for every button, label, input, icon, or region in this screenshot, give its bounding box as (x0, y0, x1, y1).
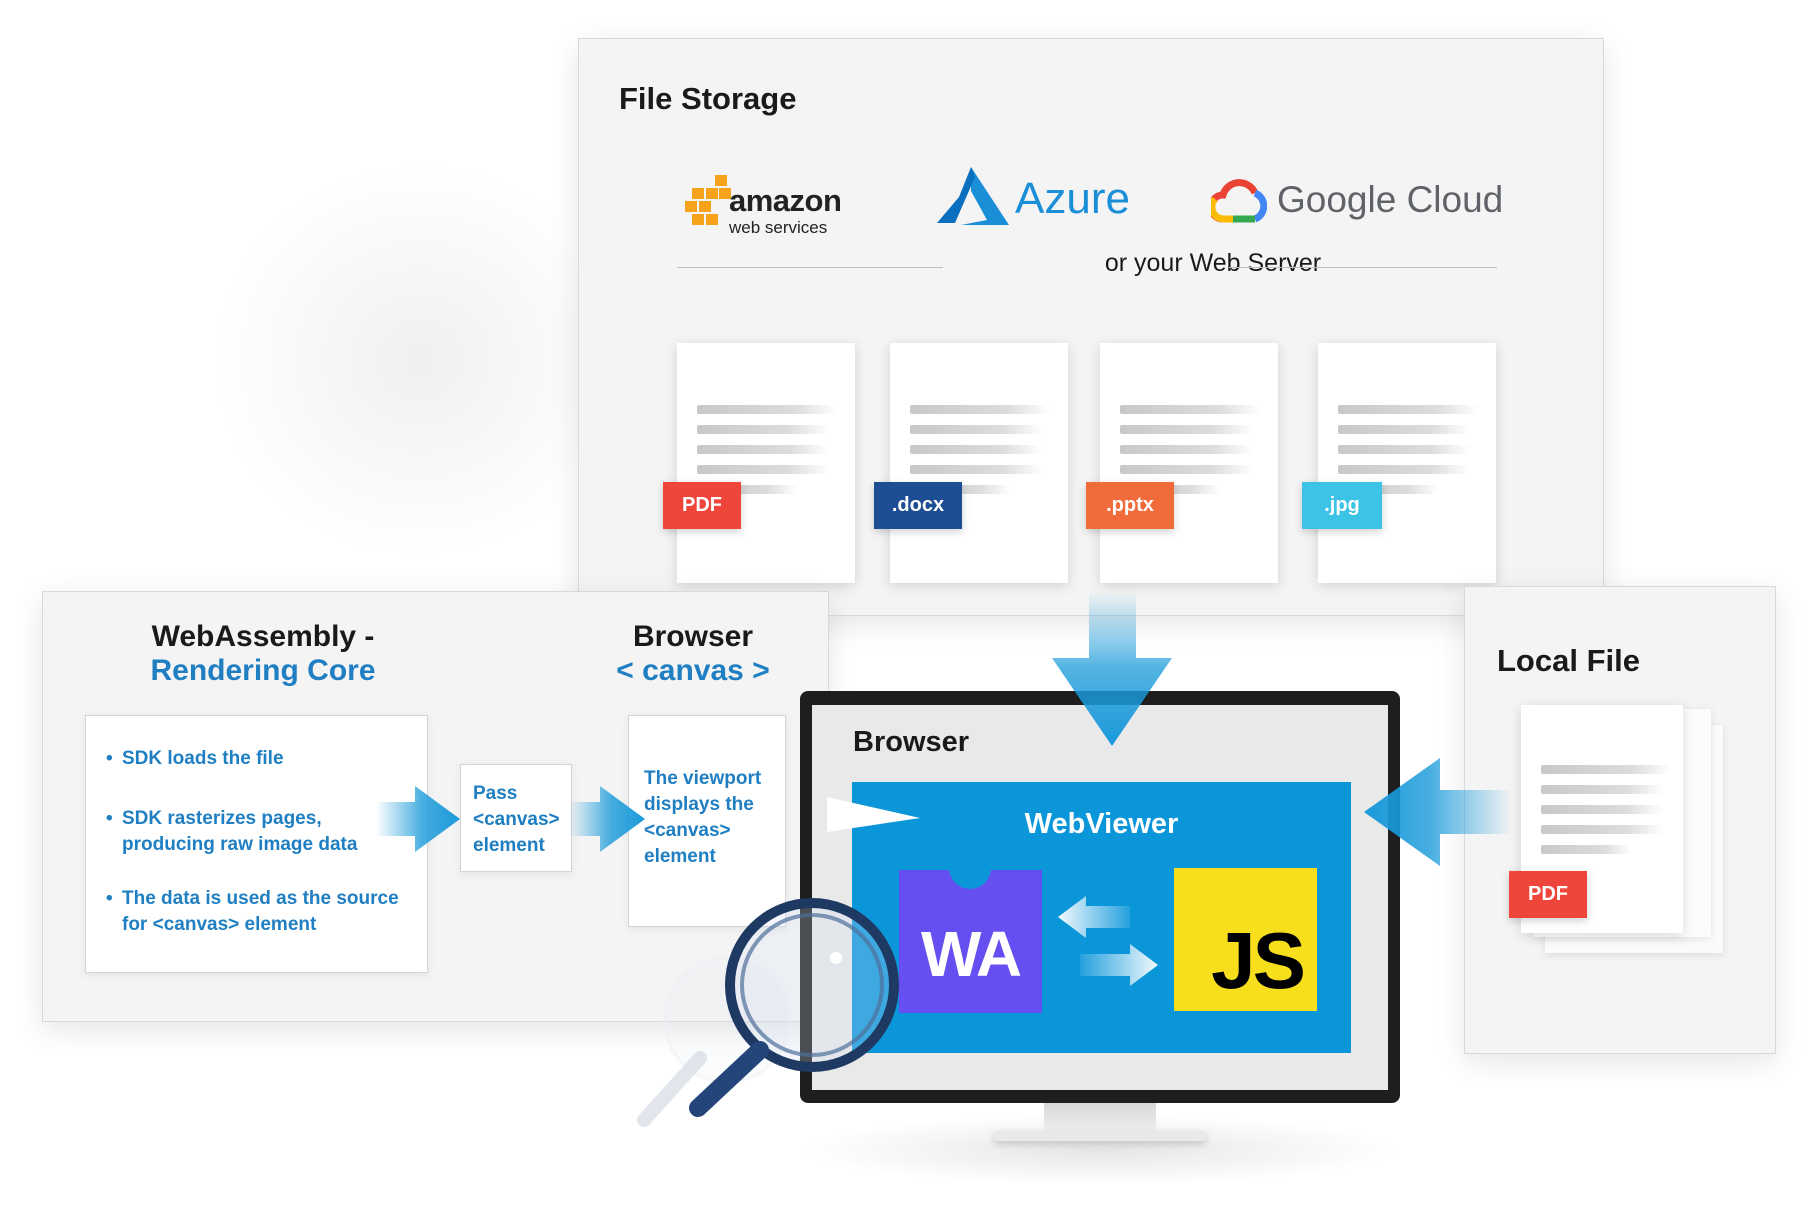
arrow-left-small-icon (1058, 896, 1130, 938)
file-badge-jpg: .jpg (1302, 482, 1382, 529)
pass-canvas-box: Pass <canvas> element (460, 764, 572, 872)
local-file-badge-pdf: PDF (1509, 871, 1587, 918)
google-cloud-logo-text: Google Cloud (1277, 179, 1504, 220)
file-badge-pptx: .pptx (1086, 482, 1174, 529)
arrow-down-icon (1052, 590, 1172, 746)
callout-pointer (827, 797, 920, 832)
azure-logo: Azure (937, 163, 1137, 253)
web-server-caption: or your Web Server (1104, 249, 1322, 277)
sdk-step-item: • SDK rasterizes pages, producing raw im… (106, 808, 358, 855)
webviewer-label: WebViewer (1024, 808, 1179, 840)
js-logo-text: JS (1211, 916, 1306, 1005)
aws-logo-main-text: amazon (729, 183, 842, 218)
javascript-logo: JS (1174, 868, 1317, 1011)
azure-icon (937, 167, 1009, 225)
divider-left (677, 267, 943, 268)
divider-right (1229, 267, 1497, 268)
aws-logo: amazon web services (685, 169, 845, 259)
azure-logo-text: Azure (1015, 174, 1130, 223)
webassembly-heading-line2: Rendering Core (150, 654, 376, 687)
browser-canvas-heading-line2: < canvas > (616, 654, 770, 687)
aws-logo-sub-text: web services (729, 218, 828, 237)
document-card-docx (890, 343, 1068, 583)
arrow-right-icon (569, 786, 645, 852)
local-file-title: Local File (1497, 643, 1640, 678)
wasm-notch (949, 868, 991, 889)
google-cloud-icon (1211, 179, 1267, 223)
google-cloud-logo: Google Cloud (1211, 171, 1504, 241)
sdk-step-item: • SDK loads the file (106, 748, 284, 769)
file-storage-panel: File Storage amazon web services Azure (578, 38, 1604, 616)
wasm-logo-text: WA (920, 918, 1022, 990)
browser-canvas-heading-line1: Browser (632, 620, 754, 653)
browser-canvas-heading: Browser < canvas > (583, 620, 803, 688)
file-badge-pdf: PDF (663, 482, 741, 529)
webassembly-heading: WebAssembly - Rendering Core (113, 620, 413, 688)
monitor-stand-base (994, 1131, 1206, 1141)
magnifier-icon (637, 898, 899, 1127)
monitor-neck (1044, 1103, 1156, 1133)
sdk-step-item: • The data is used as the source for <ca… (106, 888, 399, 935)
webassembly-logo: WA (899, 868, 1042, 1013)
file-storage-title: File Storage (619, 81, 797, 116)
arrow-right-icon (376, 786, 460, 852)
document-card-pdf (677, 343, 855, 583)
local-file-panel: Local File PDF (1464, 586, 1776, 1054)
file-badge-docx: .docx (874, 482, 962, 529)
aws-cubes-icon (685, 175, 731, 225)
sdk-steps-box: • SDK loads the file • SDK rasterizes pa… (85, 715, 428, 973)
rendering-core-panel: WebAssembly - Rendering Core Browser < c… (42, 591, 829, 1022)
webassembly-heading-line1: WebAssembly - (151, 620, 375, 653)
arrow-left-icon (1364, 758, 1512, 866)
arrow-right-small-icon (1080, 944, 1158, 986)
monitor-browser-label: Browser (853, 726, 970, 758)
viewport-box: The viewport displays the <canvas> eleme… (628, 715, 786, 927)
document-card-jpg (1318, 343, 1496, 583)
